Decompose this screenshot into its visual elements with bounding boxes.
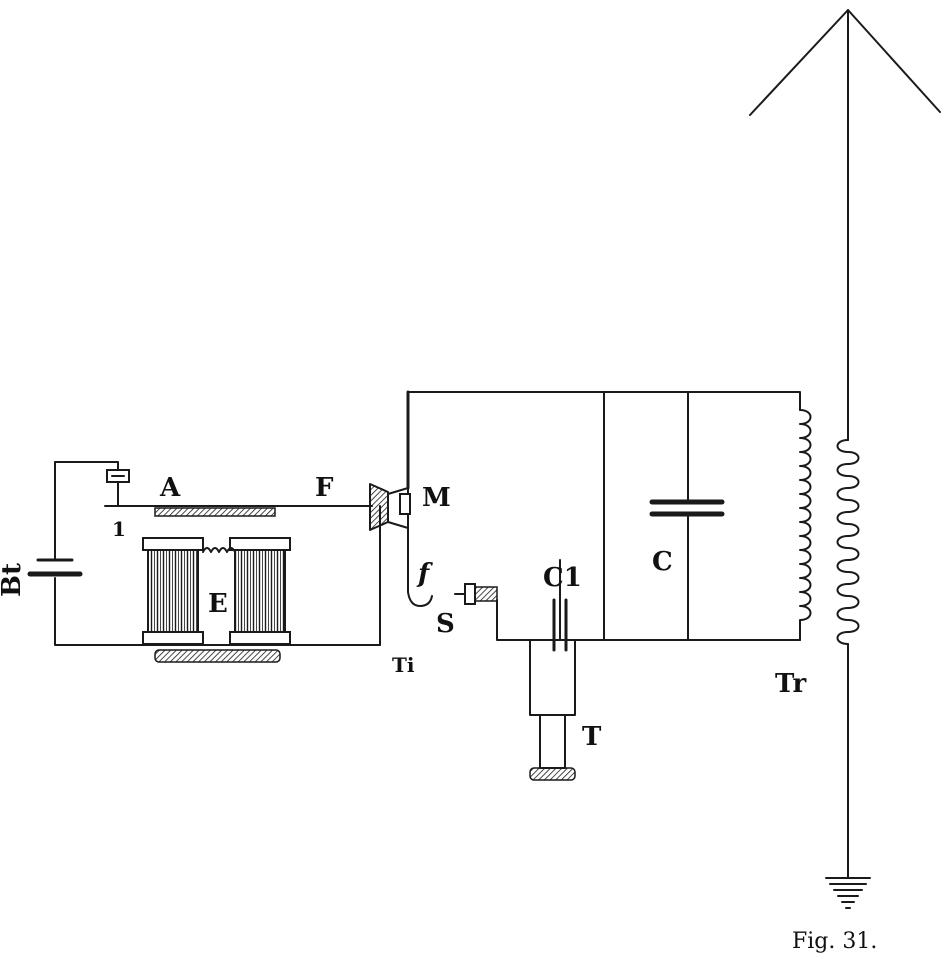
transformer-label: Tr (775, 669, 806, 699)
terminal-label: Ti (392, 653, 415, 677)
battery-symbol (27, 558, 83, 577)
electromagnet-label: E (208, 589, 228, 619)
armature-label: A (159, 473, 181, 503)
spring-f (407, 591, 433, 607)
figure-caption: Fig. 31. (792, 929, 877, 954)
plug-label: T (582, 722, 602, 752)
primary-coil (799, 409, 812, 641)
capacitor-c: C (649, 391, 725, 641)
secondary-coil (836, 439, 860, 645)
contact-label: 1 (112, 517, 126, 541)
ground-symbol (825, 877, 871, 909)
spring-label: F (315, 473, 334, 503)
spark-gap-label: S (436, 609, 455, 639)
contact-screw (106, 469, 130, 507)
armature-bar (154, 507, 276, 517)
capacitor-c1-label: C1 (543, 563, 582, 593)
battery-label: Bt (0, 563, 27, 597)
capacitor-plug: T (529, 639, 602, 781)
spark-gap (454, 583, 498, 605)
hammer-label: M (422, 483, 451, 513)
electromagnet: E (142, 537, 291, 663)
armature-assembly: A F (104, 473, 373, 517)
oscillating-circuit: f S Ti C1 T (392, 390, 812, 781)
capacitor-c-label: C (652, 547, 673, 577)
spring-f-label: f (416, 559, 433, 589)
capacitor-c1: C1 (543, 559, 582, 652)
hammer-head: M (369, 483, 451, 531)
magnet-yoke (154, 649, 281, 663)
antenna (749, 9, 941, 909)
